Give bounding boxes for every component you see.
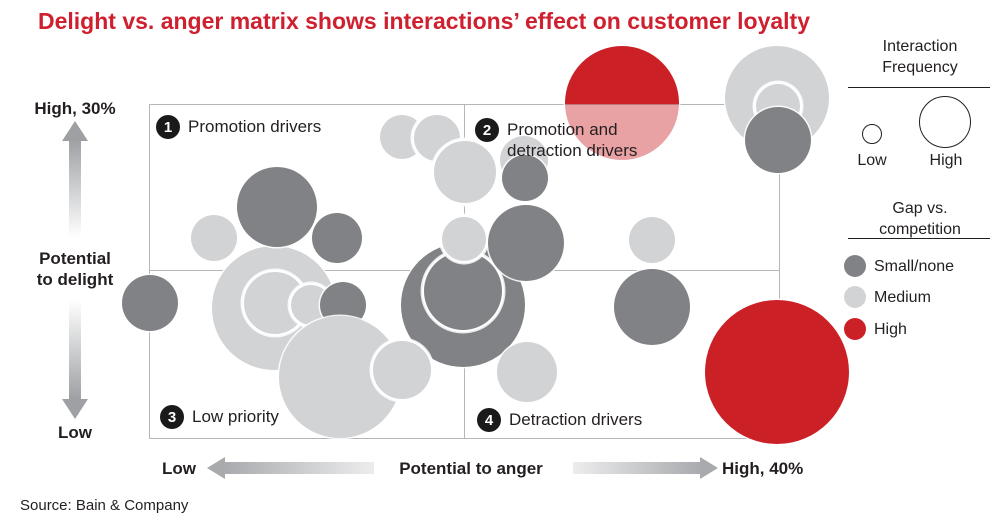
quadrant-3-text: Low priority	[192, 407, 279, 426]
y-axis-title-line1: Potential	[39, 249, 111, 268]
quadrant-2-label: 2 Promotion and detraction drivers	[475, 118, 705, 161]
gap-high-label: High	[874, 321, 907, 338]
x-axis-title: Potential to anger	[399, 459, 543, 478]
x-axis-low-label: Low	[162, 459, 196, 478]
x-axis-high-label: High, 40%	[722, 459, 804, 478]
y-axis-down-arrowhead	[62, 399, 88, 419]
source-note: Source: Bain & Company	[20, 497, 189, 514]
gap-legend-title-line2: competition	[879, 221, 961, 238]
frequency-low-label: Low	[857, 152, 887, 169]
page-title: Delight vs. anger matrix shows interacti…	[38, 8, 810, 34]
gap-medium-swatch	[844, 286, 866, 308]
quadrant-2-text: Promotion and detraction drivers	[507, 118, 637, 161]
frequency-legend-rule	[848, 87, 990, 88]
gap-high-swatch	[844, 318, 866, 340]
frequency-legend-title: Interaction Frequency	[845, 36, 995, 78]
frequency-legend-title-line2: Frequency	[882, 59, 958, 76]
quadrant-2-text-line1: Promotion and	[507, 120, 618, 139]
quadrant-2-text-line2: detraction drivers	[507, 141, 638, 160]
quadrant-1-text: Promotion drivers	[188, 117, 322, 136]
gap-smallnone-label: Small/none	[874, 258, 955, 275]
frequency-low-circle-icon	[862, 124, 882, 144]
matrix-horizontal-divider	[150, 270, 779, 271]
frequency-high-label: High	[929, 152, 963, 169]
y-axis-down-arrow-shaft	[69, 300, 81, 399]
quadrant-3-label: 3 Low priority	[160, 405, 360, 429]
y-axis-title-line2: to delight	[36, 270, 114, 289]
x-axis-right-arrow-shaft	[573, 462, 701, 474]
matrix-vertical-divider	[464, 105, 465, 438]
quadrant-4-text: Detraction drivers	[509, 410, 643, 429]
quadrant-1-label: 1 Promotion drivers	[156, 115, 376, 139]
gap-legend-title: Gap vs. competition	[845, 198, 995, 240]
quadrant-3-badge: 3	[160, 405, 184, 429]
gap-legend-title-line1: Gap vs.	[892, 200, 948, 217]
y-axis-up-arrowhead	[62, 121, 88, 141]
gap-legend-rule	[848, 238, 990, 239]
gap-medium-label: Medium	[874, 289, 931, 306]
y-axis-up-arrow-shaft	[69, 140, 81, 238]
gap-smallnone-swatch	[844, 255, 866, 277]
x-axis-right-arrowhead	[700, 457, 718, 479]
quadrant-2-badge: 2	[475, 118, 499, 142]
frequency-legend-title-line1: Interaction	[882, 38, 958, 55]
x-axis-left-arrow-shaft	[224, 462, 374, 474]
quadrant-1-badge: 1	[156, 115, 180, 139]
quadrant-4-badge: 4	[477, 408, 501, 432]
frequency-high-circle-icon	[919, 96, 971, 148]
quadrant-4-label: 4 Detraction drivers	[477, 408, 707, 432]
y-axis-low-label: Low	[58, 423, 92, 442]
x-axis-left-arrowhead	[207, 457, 225, 479]
y-axis-high-label: High, 30%	[34, 99, 116, 118]
y-axis-title: Potential to delight	[15, 248, 135, 290]
